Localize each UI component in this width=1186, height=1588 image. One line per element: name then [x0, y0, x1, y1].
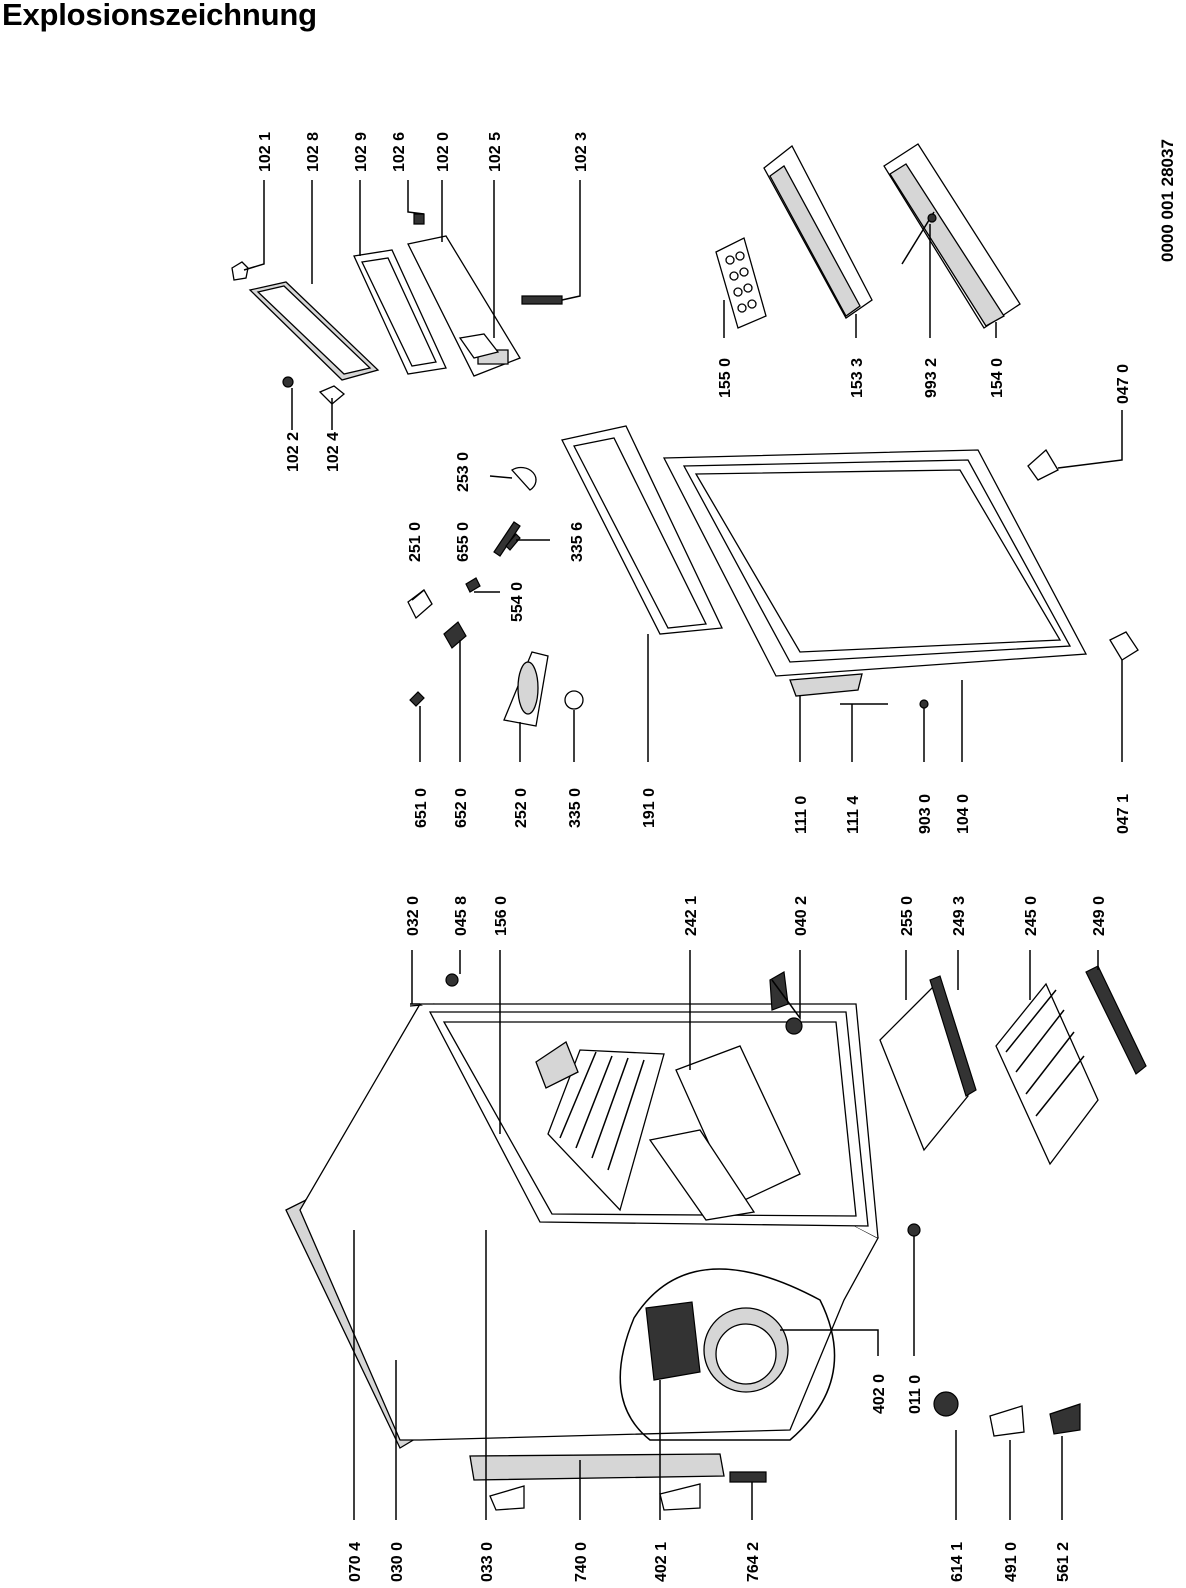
compressor-bay [619, 1268, 836, 1441]
thermostat-knob-part [564, 690, 584, 710]
part-label-011-0: 011 0 [907, 1375, 924, 1414]
part-label-255-0: 255 0 [899, 896, 916, 936]
part-label-561-2: 561 2 [1055, 1542, 1072, 1582]
overload-protector-part [933, 1391, 959, 1417]
sensor-part [505, 533, 521, 551]
glass-shelves [879, 965, 1147, 1166]
part-label-156-0: 156 0 [493, 896, 510, 936]
part-label-614-1: 614 1 [949, 1542, 966, 1582]
part-label-554-0: 554 0 [509, 582, 526, 622]
part-label-253-0: 253 0 [455, 452, 472, 492]
part-label-102-3: 102 3 [573, 132, 590, 172]
part-label-245-0: 245 0 [1023, 896, 1040, 936]
knob-part [510, 466, 537, 491]
part-label-652-0: 652 0 [453, 788, 470, 828]
part-label-655-0: 655 0 [455, 522, 472, 562]
part-label-491-0: 491 0 [1003, 1542, 1020, 1582]
part-label-102-9: 102 9 [353, 132, 370, 172]
document-number: 0000 001 28037 [1158, 139, 1177, 262]
screw-cap-part [445, 973, 459, 987]
shelf-trim-front-part [929, 975, 977, 1097]
part-number-labels: 102 1 102 8 102 9 102 6 102 0 102 5 102 … [257, 132, 1132, 1582]
part-label-154-0: 154 0 [989, 358, 1006, 398]
part-label-045-8: 045 8 [453, 896, 470, 936]
part-label-993-2: 993 2 [923, 358, 940, 398]
relay-part [645, 1301, 701, 1381]
part-label-111-0: 111 0 [793, 796, 810, 834]
part-label-335-6: 335 6 [569, 522, 586, 562]
part-label-249-3: 249 3 [951, 896, 968, 936]
part-label-153-3: 153 3 [849, 358, 866, 398]
part-label-070-4: 070 4 [347, 1542, 364, 1582]
small-hinge-part [413, 213, 425, 225]
part-label-252-0: 252 0 [513, 788, 530, 828]
bottom-hinge-part [1109, 631, 1139, 661]
shelf-trim-rear-part [1085, 965, 1147, 1075]
filter-dryer-part [729, 1471, 767, 1483]
part-label-251-0: 251 0 [407, 522, 424, 562]
part-label-402-0: 402 0 [871, 1374, 888, 1414]
part-label-242-1: 242 1 [683, 896, 700, 936]
screw-part [282, 376, 294, 388]
part-label-102-4: 102 4 [325, 432, 342, 472]
freezer-door-part [407, 235, 521, 377]
switch-part [465, 577, 481, 593]
part-label-102-0: 102 0 [435, 132, 452, 172]
glass-shelf-part [879, 982, 969, 1152]
condenser-part [469, 1453, 725, 1481]
part-label-033-0: 033 0 [479, 1542, 496, 1582]
adjustable-foot-part [785, 1017, 803, 1035]
cable-clamp-part [1049, 1403, 1081, 1435]
door-plate-part [458, 333, 500, 359]
bulb-part [409, 691, 425, 707]
shelf-runner-part [547, 1049, 665, 1212]
part-label-402-1: 402 1 [653, 1542, 670, 1582]
part-label-047-1: 047 1 [1115, 794, 1132, 834]
cover-clip-part [318, 385, 346, 405]
wire-shelf-part [995, 982, 1099, 1166]
lamp-holder-part [443, 621, 467, 649]
part-label-102-1: 102 1 [257, 132, 274, 172]
leader-lines [243, 180, 1123, 1520]
door-shelves [715, 143, 1021, 329]
part-label-102-8: 102 8 [305, 132, 322, 172]
thermostat-rod-part [493, 521, 521, 557]
part-label-764-2: 764 2 [745, 1542, 762, 1582]
part-label-030-0: 030 0 [389, 1542, 406, 1582]
hinge-clip-part [231, 261, 249, 281]
part-label-102-6: 102 6 [391, 132, 408, 172]
foot-screw-part [907, 1223, 921, 1237]
control-parts [407, 425, 1139, 727]
door-screw-part [919, 699, 929, 709]
door-clip-part [521, 295, 563, 305]
part-label-249-0: 249 0 [1091, 896, 1108, 936]
part-label-191-0: 191 0 [641, 788, 658, 828]
part-label-104-0: 104 0 [955, 794, 972, 834]
cabinet-body [285, 971, 1081, 1511]
part-label-651-0: 651 0 [413, 788, 430, 828]
part-label-102-5: 102 5 [487, 132, 504, 172]
part-label-740-0: 740 0 [573, 1542, 590, 1582]
part-label-047-0: 047 0 [1115, 364, 1132, 404]
top-hinge-part [1027, 448, 1059, 481]
start-relay-part [989, 1405, 1025, 1437]
freezer-door-assembly [231, 213, 563, 405]
part-label-102-2: 102 2 [285, 432, 302, 472]
part-label-155-0: 155 0 [717, 358, 734, 398]
part-label-032-0: 032 0 [405, 896, 422, 936]
page-title: Explosionszeichnung [2, 0, 317, 32]
light-housing-part [535, 1041, 579, 1089]
door-handle-part [789, 673, 863, 697]
part-label-111-4: 111 4 [845, 796, 862, 834]
part-label-903-0: 903 0 [917, 794, 934, 834]
part-label-335-0: 335 0 [567, 788, 584, 828]
part-label-040-2: 040 2 [793, 896, 810, 936]
